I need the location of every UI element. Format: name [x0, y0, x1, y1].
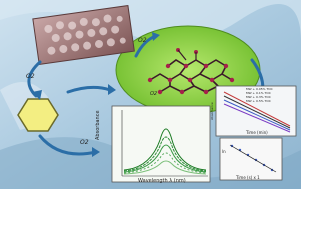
kinetics-legend-0: MW + 0.05% TOC	[246, 87, 273, 91]
small-panel	[219, 137, 283, 181]
small-panel-y-label: ln	[222, 149, 226, 154]
spectrum-panel	[111, 105, 211, 183]
kinetics-y-label: Absorbance	[210, 102, 214, 120]
figure-svg	[0, 0, 301, 189]
spectrum-x-label: Wavelength λ (nm)	[138, 178, 186, 184]
kinetics-legend-3: MW + 0.5% TOC	[246, 99, 271, 103]
kinetics-legend-1: MW + 0.1% TOC	[246, 91, 271, 95]
o2-label-arrow: O2	[80, 139, 89, 146]
spectrum-y-label: Absorbance	[95, 110, 101, 140]
background-texture	[0, 0, 301, 43]
kinetics-legend-2: MW + 0.3% TOC	[246, 95, 271, 99]
kinetics-panel	[215, 85, 297, 137]
benzene-hexagon	[17, 98, 59, 132]
figure-canvas: O2 O2 O2 O2 Absorbance Wavelength λ (nm)…	[0, 0, 301, 189]
o2-label-top: O2	[138, 37, 147, 44]
o2-label-left: O2	[26, 73, 35, 80]
molecule-top-branch	[177, 49, 197, 61]
kinetics-x-label: Time (min)	[246, 130, 268, 135]
o2-label-molecule: O2	[150, 91, 158, 97]
small-panel-x-label: Time (s) x 1	[236, 175, 260, 180]
sem-image	[32, 5, 135, 66]
